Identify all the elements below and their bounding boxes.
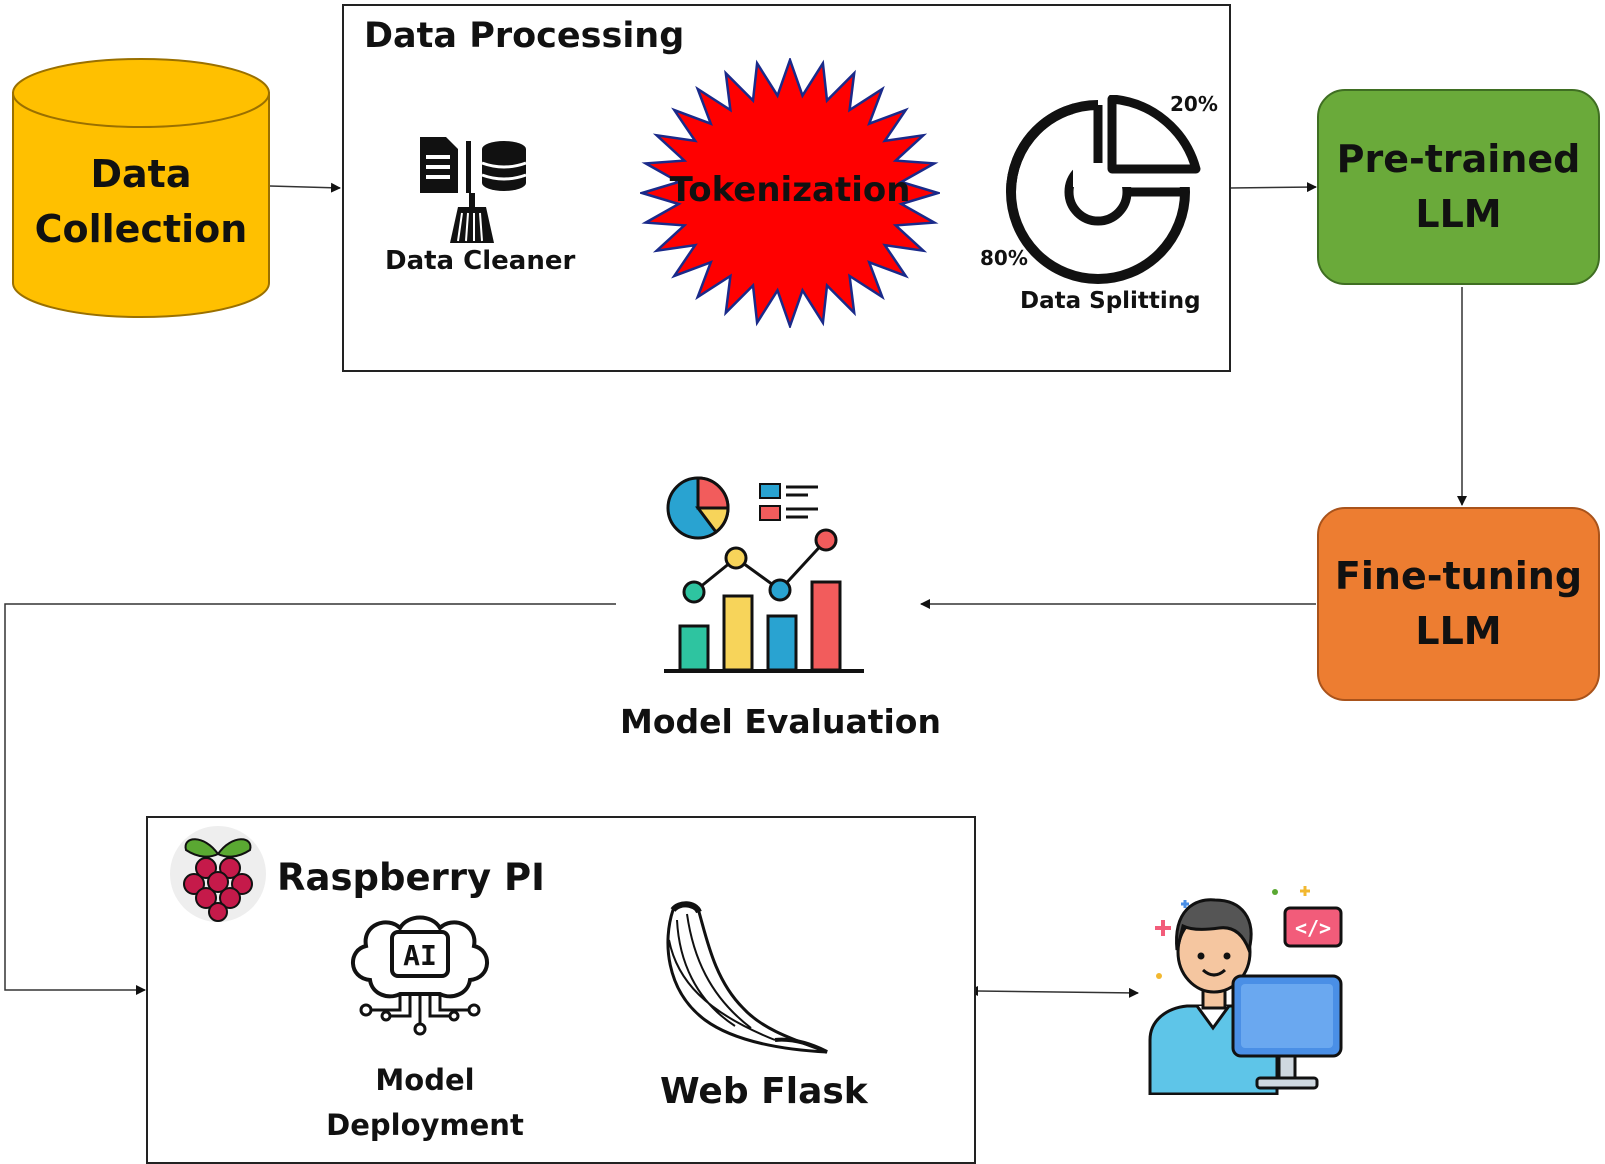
model-deployment-line1: Model	[375, 1063, 475, 1097]
finetuning-line2: LLM	[1415, 609, 1502, 653]
web-flask-label: Web Flask	[660, 1071, 868, 1112]
finetuning-line1: Fine-tuning	[1334, 553, 1583, 598]
data-collection-line2: Collection	[34, 207, 248, 252]
raspberry-pi-title: Raspberry PI	[277, 856, 545, 899]
ai-brain-icon: AI	[351, 915, 489, 1036]
arrow-evaluation-to-raspberry	[4, 603, 616, 995]
split-large-percent: 80%	[980, 246, 1028, 270]
arrow-collection-to-processing	[269, 182, 341, 193]
pretrained-llm-node: Pre-trained LLM	[1317, 89, 1600, 285]
pretrained-line2: LLM	[1415, 192, 1502, 236]
ai-chip-text: AI	[403, 939, 437, 972]
code-tag-text: </>	[1295, 916, 1331, 940]
model-deployment-line2: Deployment	[326, 1107, 524, 1142]
split-small-percent: 20%	[1170, 92, 1218, 116]
data-collection-line1: Data	[90, 152, 192, 196]
tokenization-label: Tokenization	[669, 170, 911, 210]
data-splitting-label: Data Splitting	[1020, 288, 1201, 314]
raspberry-pi-logo-icon	[170, 826, 266, 922]
arrow-raspberry-developer-bidirectional	[968, 986, 1139, 998]
data-cleaner-icon	[420, 137, 527, 243]
developer-at-computer-icon: </>	[1148, 886, 1343, 1095]
finetuning-llm-node: Fine-tuning LLM	[1317, 507, 1600, 701]
data-collection-node: Data Collection	[10, 55, 272, 320]
database-cylinder-icon	[12, 58, 270, 318]
data-processing-title: Data Processing	[364, 16, 685, 56]
data-cleaner-label: Data Cleaner	[385, 246, 576, 276]
raspberry-pi-group	[146, 816, 976, 1164]
data-splitting-pie-icon	[1006, 95, 1205, 284]
model-evaluation-chart-icon	[664, 476, 864, 673]
model-evaluation-label: Model Evaluation	[620, 702, 941, 741]
arrow-processing-to-pretrained	[1229, 182, 1317, 193]
flask-horn-icon	[666, 901, 828, 1054]
pretrained-line1: Pre-trained	[1336, 136, 1581, 181]
tokenization-starburst-icon	[640, 58, 940, 328]
model-deployment-label: Model Deployment	[320, 1058, 530, 1148]
